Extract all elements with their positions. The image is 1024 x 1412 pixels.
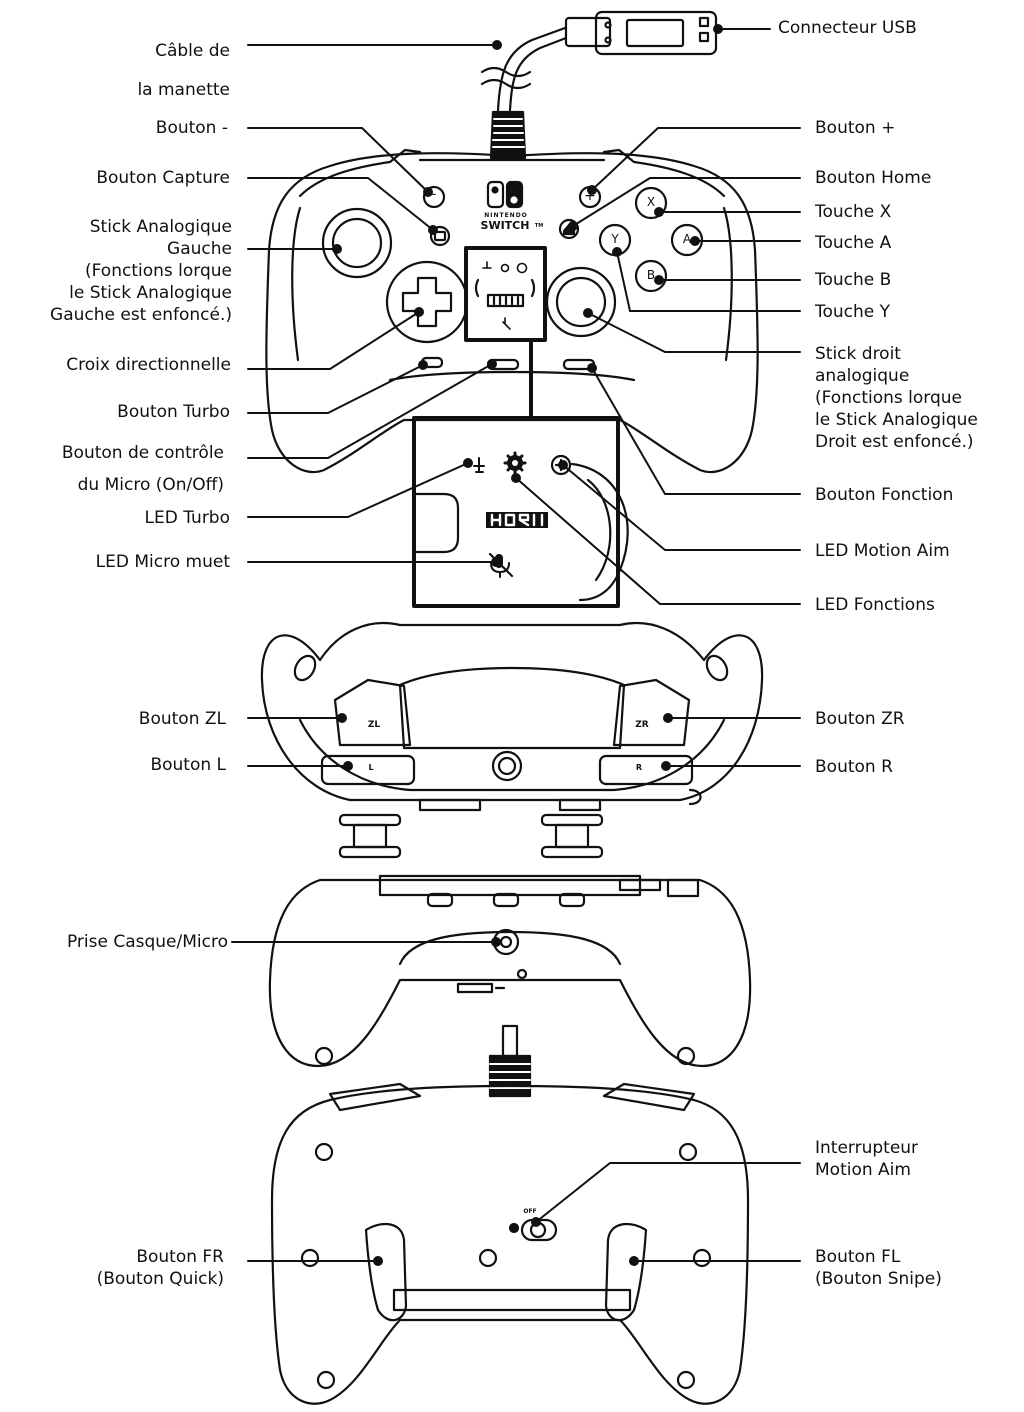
x-button-icon xyxy=(634,186,668,220)
top-view-stick-left xyxy=(338,813,402,859)
label-plus-button: Bouton + xyxy=(815,118,896,138)
plus-button-text: + xyxy=(584,188,596,204)
center-panel-zoom xyxy=(412,416,629,608)
label-right-stick: Stick droit analogique (Fonctions lorque… xyxy=(815,344,978,452)
controller-cable xyxy=(496,26,567,112)
off-switch-text: OFF xyxy=(523,1208,537,1215)
controller-cable-inner xyxy=(508,36,568,112)
turbo-led-icon xyxy=(473,457,485,473)
x-button-text: X xyxy=(646,195,656,209)
nintendo-text: NINTENDO xyxy=(484,212,528,219)
zl-button-text: ZL xyxy=(367,720,381,730)
zr-button-icon xyxy=(612,678,691,747)
label-zl-button: Bouton ZL xyxy=(138,709,226,729)
leader-dots xyxy=(332,24,723,1266)
label-usb-connector: Connecteur USB xyxy=(778,18,917,38)
switch-tm-text: TM xyxy=(534,223,544,229)
label-turbo-button: Bouton Turbo xyxy=(117,402,230,422)
label-fr-button: Bouton FR (Bouton Quick) xyxy=(96,1247,224,1289)
label-b-button: Touche B xyxy=(815,270,892,290)
gear-icon xyxy=(503,451,527,475)
label-cable: Câble de la manette xyxy=(137,41,230,100)
label-capture-button: Bouton Capture xyxy=(96,168,230,188)
cable-break-mark xyxy=(480,66,532,90)
label-home-button: Bouton Home xyxy=(815,168,932,188)
controller-bottom-view xyxy=(268,874,752,1068)
label-minus-button: Bouton - xyxy=(155,118,228,138)
label-fl-button: Bouton FL (Bouton Snipe) xyxy=(815,1247,942,1289)
controller-top-view xyxy=(260,621,764,859)
zr-button-text: ZR xyxy=(635,720,649,730)
label-left-stick: Stick Analogique Gauche (Fonctions lorqu… xyxy=(50,217,232,325)
r-button-text: R xyxy=(635,763,643,772)
b-button-text: B xyxy=(646,268,656,282)
label-function-button: Bouton Fonction xyxy=(815,485,954,505)
controller-shoulder-right xyxy=(602,148,726,198)
label-functions-led: LED Fonctions xyxy=(815,595,935,615)
hori-logo xyxy=(486,512,548,528)
usb-connector xyxy=(564,10,718,56)
label-mic-mute-led: LED Micro muet xyxy=(95,552,230,572)
label-mic-button: Bouton de contrôle du Micro (On/Off) xyxy=(61,443,224,495)
label-headset-jack: Prise Casque/Micro xyxy=(66,932,228,952)
fl-button-icon xyxy=(604,1222,648,1322)
label-turbo-led: LED Turbo xyxy=(144,508,230,528)
dpad-icon xyxy=(385,260,469,344)
controller-front-view xyxy=(265,10,759,608)
label-motion-aim-switch: Interrupteur Motion Aim xyxy=(815,1138,919,1180)
label-l-button: Bouton L xyxy=(150,755,226,775)
minus-button-icon xyxy=(422,185,446,209)
y-button-text: Y xyxy=(611,232,619,246)
label-r-button: Bouton R xyxy=(815,757,893,777)
capture-button-icon xyxy=(429,225,451,247)
label-motion-aim-led: LED Motion Aim xyxy=(815,541,950,561)
l-button-text: L xyxy=(368,763,374,772)
leader-lines xyxy=(231,28,801,1262)
left-stick-icon xyxy=(321,207,393,279)
l-button-icon xyxy=(320,754,416,786)
b-button-icon xyxy=(634,259,668,293)
fr-button-icon xyxy=(364,1222,408,1322)
right-stick-icon xyxy=(545,266,617,338)
nintendo-switch-logo-icon xyxy=(486,180,524,209)
controller-back-view xyxy=(270,1024,750,1405)
top-view-stick-right xyxy=(540,813,604,859)
label-y-button: Touche Y xyxy=(815,302,891,322)
minus-button-text: - xyxy=(431,187,437,202)
label-zr-button: Bouton ZR xyxy=(815,709,905,729)
zl-button-icon xyxy=(333,678,412,747)
center-panel-small xyxy=(464,246,547,342)
r-button-icon xyxy=(598,754,694,786)
cable-strain-relief xyxy=(489,110,527,160)
a-button-text: A xyxy=(682,232,692,246)
switch-text: SWITCH xyxy=(480,219,530,232)
controller-front-body xyxy=(265,152,759,474)
label-dpad: Croix directionnelle xyxy=(66,355,231,375)
controller-shoulder-left xyxy=(298,148,422,198)
label-x-button: Touche X xyxy=(815,202,892,222)
label-a-button: Touche A xyxy=(815,233,892,253)
